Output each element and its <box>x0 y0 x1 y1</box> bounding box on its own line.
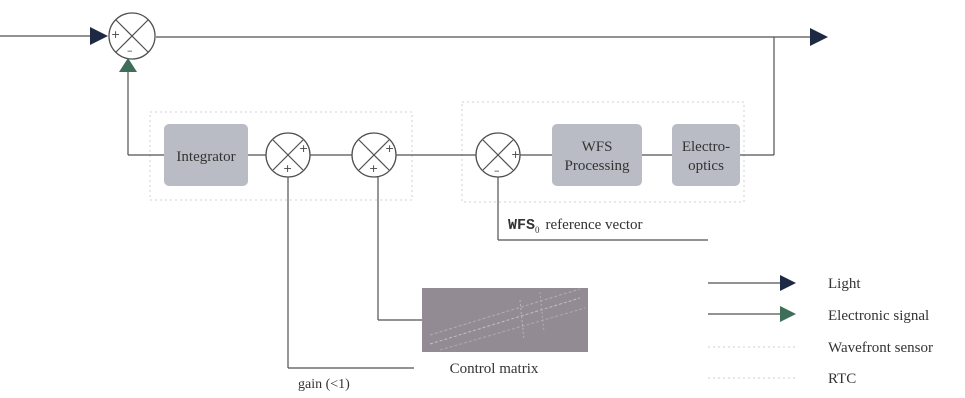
top-junction-plus-sign: + <box>111 28 120 41</box>
wfs-reference-prefix: WFS <box>508 217 535 234</box>
legend-wavefront-sensor-label: Wavefront sensor <box>828 340 933 356</box>
electronic-signal-arrowhead <box>119 58 137 72</box>
wfs-processing-label-line1: WFS <box>582 139 613 155</box>
top-junction-minus-sign: – <box>127 44 133 57</box>
legend: Light Electronic signal Wavefront sensor… <box>708 275 933 387</box>
legend-signal-label: Electronic signal <box>828 308 929 324</box>
legend-signal-arrowhead <box>780 306 796 322</box>
rtc-region <box>149 111 413 201</box>
gain-junction-plus-bottom: + <box>283 162 292 175</box>
ref-junction-plus-sign: + <box>511 148 520 161</box>
reference-summing-junction: + – <box>475 132 521 178</box>
ref-junction-minus-sign: – <box>494 164 500 177</box>
gain-label: gain (<1) <box>298 377 350 392</box>
gain-multiplier-junction: + + <box>265 132 311 178</box>
integrator-label: Integrator <box>176 149 235 165</box>
top-summing-junction: + – <box>108 12 156 60</box>
wfs-reference-suffix: reference vector <box>546 217 643 233</box>
control-matrix-image <box>422 288 588 352</box>
electro-optics-label-line2: optics <box>688 158 724 174</box>
integrator-block: Integrator <box>164 124 248 186</box>
input-light-arrowhead <box>90 27 108 45</box>
gain-junction-plus-right: + <box>299 142 308 155</box>
wfs-processing-label-line2: Processing <box>565 158 630 174</box>
control-matrix-label: Control matrix <box>450 361 539 377</box>
electro-optics-block: Electro- optics <box>672 124 740 186</box>
light-path <box>0 27 828 156</box>
matrix-junction-plus-right: + <box>385 142 394 155</box>
legend-light-arrowhead <box>780 275 796 291</box>
matrix-multiplier-junction: + + <box>351 132 397 178</box>
legend-rtc-label: RTC <box>828 371 856 387</box>
electro-optics-label-line1: Electro- <box>682 139 730 155</box>
wavefront-sensor-region <box>461 101 745 203</box>
matrix-junction-plus-bottom: + <box>369 162 378 175</box>
wfs-reference-vector-label: WFS0 reference vector <box>508 217 643 235</box>
output-light-arrowhead <box>810 28 828 46</box>
legend-light-label: Light <box>828 276 861 292</box>
wfs-reference-subscript: 0 <box>535 225 540 235</box>
wfs-processing-block: WFS Processing <box>552 124 642 186</box>
